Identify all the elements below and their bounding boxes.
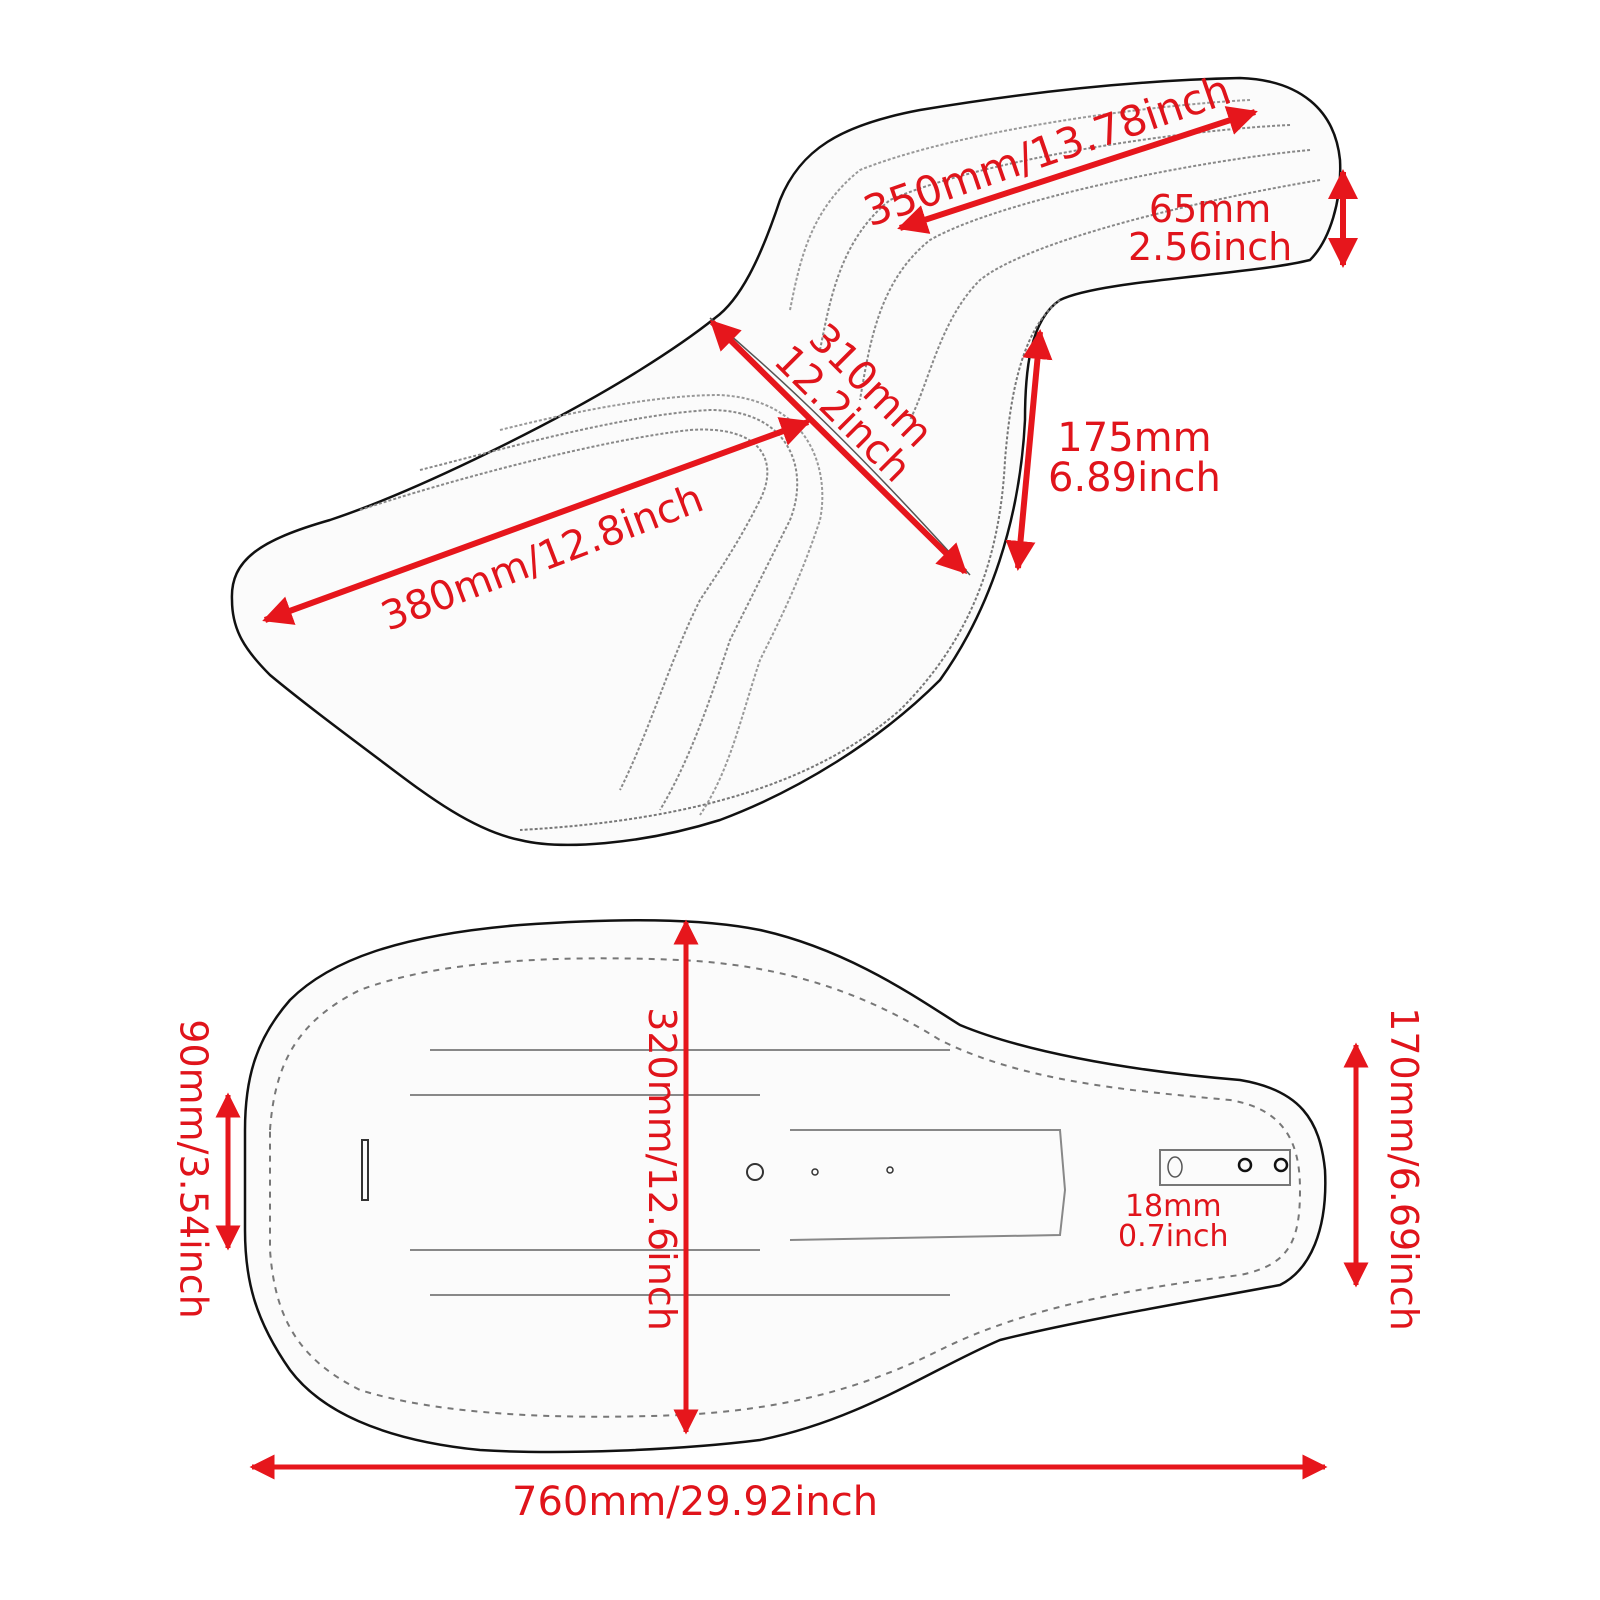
label-mount-spacing: 18mm 0.7inch [1118, 1192, 1229, 1252]
bracket-slot [1167, 1156, 1183, 1178]
label-total-length: 760mm/29.92inch [512, 1479, 879, 1525]
label-rear-height-mm: 65mm [1148, 187, 1272, 231]
arrow-380mm [262, 417, 811, 625]
label-backrest-height: 175mm 6.89inch [1048, 418, 1221, 498]
dimension-arrows-top [262, 106, 1358, 625]
mount-nut [1237, 1157, 1253, 1173]
label-rear-height-inch: 2.56inch [1128, 225, 1293, 269]
label-total-width: 320mm/12.6inch [639, 1007, 684, 1331]
rear-bracket [1159, 1149, 1291, 1186]
mount-nut [1273, 1157, 1289, 1173]
nose-slot [361, 1139, 369, 1201]
mount-hole [811, 1168, 819, 1176]
mount-hole [886, 1166, 894, 1174]
arrow-350mm [897, 106, 1258, 234]
center-channel [789, 1129, 1067, 1241]
dimension-arrows-bottom [215, 919, 1369, 1480]
label-rear-width: 170mm/6.69inch [1381, 1007, 1426, 1331]
stitch-line [269, 957, 1302, 1418]
label-rear-height: 65mm 2.56inch [1128, 190, 1292, 266]
label-backrest-height-mm: 175mm [1057, 415, 1212, 461]
label-mount-spacing-inch: 0.7inch [1118, 1219, 1229, 1254]
label-mount-spacing-mm: 18mm [1124, 1189, 1222, 1224]
seat-bottom-view [243, 919, 1327, 1454]
label-nose-width: 90mm/3.54inch [171, 1019, 216, 1319]
seat-bottom-outline [243, 919, 1327, 1454]
label-backrest-height-inch: 6.89inch [1048, 455, 1221, 501]
arrow-175mm [1005, 329, 1053, 571]
arrow-310mm [709, 319, 968, 575]
mount-bolt [746, 1163, 764, 1181]
